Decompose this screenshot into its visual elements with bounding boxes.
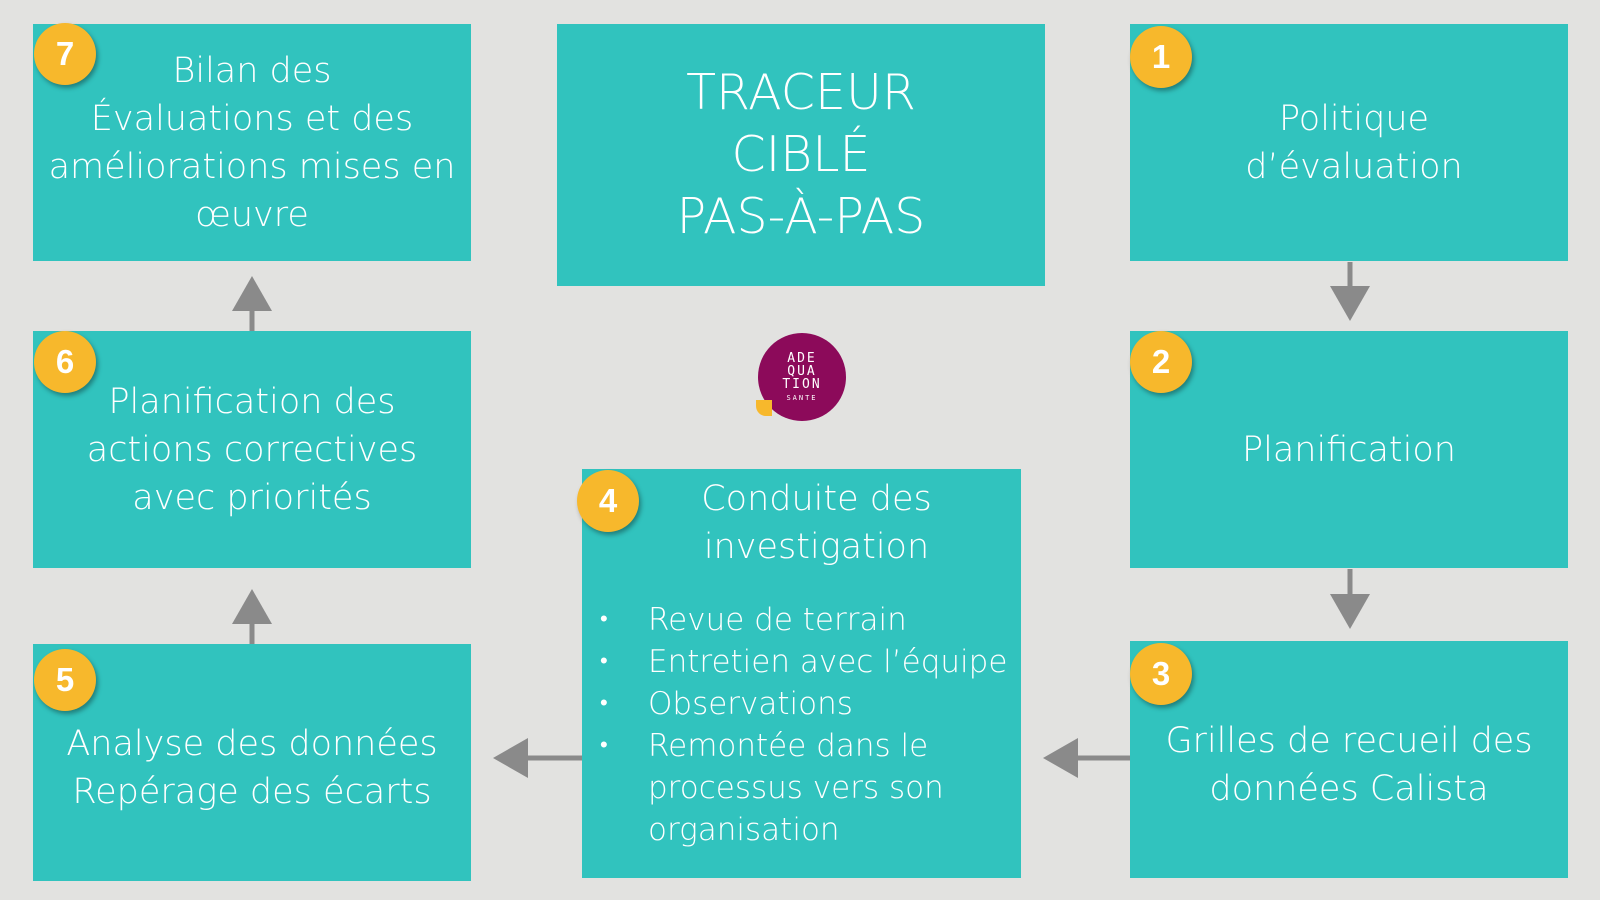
step-1-text: Politique bbox=[1278, 98, 1430, 139]
step-5-text: Analyse des données bbox=[66, 723, 438, 764]
step-7-box: Bilan des Évaluations et des amélioratio… bbox=[33, 24, 471, 261]
bullet-text: Observations bbox=[648, 686, 853, 722]
logo-accent-shape bbox=[756, 400, 772, 416]
list-item: • Entretien avec l’équipe bbox=[600, 641, 1021, 683]
step-4-heading: Conduite des investigation bbox=[582, 475, 1021, 571]
bullet-text: Revue de terrain bbox=[648, 602, 907, 638]
step-4-text: Conduite des bbox=[701, 479, 932, 519]
step-5-badge: 5 bbox=[34, 649, 96, 711]
step-7-text: Bilan des bbox=[172, 50, 332, 91]
bullet-text: Entretien avec l’équipe bbox=[648, 644, 1008, 680]
logo-text: ADE bbox=[787, 350, 817, 366]
step-6-badge: 6 bbox=[34, 331, 96, 393]
step-5-box: Analyse des données Repérage des écarts bbox=[33, 644, 471, 881]
step-7-text: œuvre bbox=[195, 194, 309, 235]
step-6-text: actions correctives bbox=[86, 429, 418, 470]
step-7-badge: 7 bbox=[34, 23, 96, 85]
step-3-text: Grilles de recueil des bbox=[1165, 720, 1533, 761]
step-5-text: Repérage des écarts bbox=[72, 771, 432, 812]
title-line: PAS-À-PAS bbox=[676, 188, 926, 245]
list-item: • Revue de terrain bbox=[600, 599, 1021, 641]
bullet: • bbox=[600, 607, 608, 632]
logo-text: QUA bbox=[787, 363, 817, 379]
title-box: TRACEUR CIBLÉ PAS-À-PAS bbox=[557, 24, 1045, 286]
logo-subtext: SANTE bbox=[786, 393, 818, 402]
step-2-badge: 2 bbox=[1130, 331, 1192, 393]
step-3-box: Grilles de recueil des données Calista bbox=[1130, 641, 1568, 878]
logo-text: TION bbox=[782, 376, 822, 392]
step-4-bullet-list: • Revue de terrain • Entretien avec l’éq… bbox=[582, 599, 1021, 851]
bullet: • bbox=[600, 691, 608, 716]
title-line: CIBLÉ bbox=[731, 126, 871, 183]
step-6-text: avec priorités bbox=[132, 477, 372, 518]
step-4-badge: 4 bbox=[577, 470, 639, 532]
step-4-box: Conduite des investigation • Revue de te… bbox=[582, 469, 1021, 878]
step-2-box: Planification bbox=[1130, 331, 1568, 568]
step-6-text: Planification des bbox=[108, 381, 396, 422]
bullet: • bbox=[600, 649, 608, 674]
list-item: • Observations bbox=[600, 683, 1021, 725]
step-7-text: Évaluations et des bbox=[90, 98, 414, 139]
step-1-badge: 1 bbox=[1130, 26, 1192, 88]
list-item: • Remontée dans le processus vers son or… bbox=[600, 725, 1021, 851]
step-3-badge: 3 bbox=[1130, 643, 1192, 705]
title-line: TRACEUR bbox=[686, 64, 916, 121]
step-1-box: Politique d’évaluation bbox=[1130, 24, 1568, 261]
step-6-box: Planification des actions correctives av… bbox=[33, 331, 471, 568]
step-2-text: Planification bbox=[1242, 429, 1456, 470]
adequation-sante-logo: ADE QUA TION SANTE bbox=[758, 333, 846, 421]
step-1-text: d’évaluation bbox=[1245, 146, 1463, 187]
bullet: • bbox=[600, 733, 608, 758]
bullet-text: Remontée dans le processus vers son orga… bbox=[648, 728, 944, 848]
step-4-text: investigation bbox=[703, 527, 930, 567]
step-3-text: données Calista bbox=[1209, 768, 1489, 809]
step-7-text: améliorations mises en bbox=[48, 146, 456, 187]
